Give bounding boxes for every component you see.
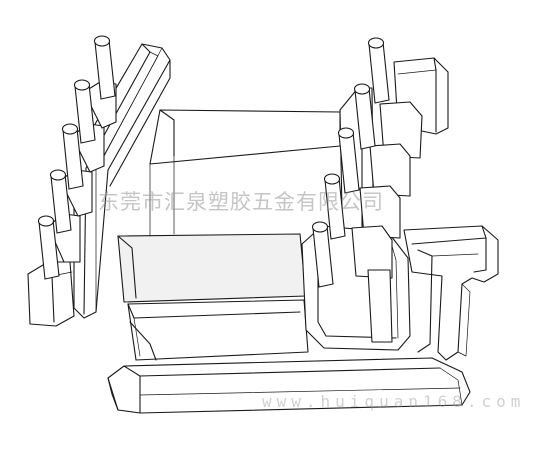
right-pin-seats xyxy=(351,57,449,343)
right-pin-2 xyxy=(353,83,376,150)
base-plate xyxy=(107,357,471,414)
left-pin-4 xyxy=(49,169,72,234)
right-frame xyxy=(403,225,499,361)
left-pin-3 xyxy=(61,123,84,190)
right-pin-1 xyxy=(367,37,390,104)
left-pins xyxy=(37,35,116,280)
right-pin-5 xyxy=(311,221,334,288)
right-pin-3 xyxy=(337,127,360,194)
left-pin-2 xyxy=(73,79,96,144)
left-pin-1 xyxy=(93,35,116,100)
left-flange xyxy=(73,43,171,319)
right-pin-4 xyxy=(323,173,346,240)
right-pins xyxy=(311,37,390,288)
left-pin-5 xyxy=(37,215,60,280)
